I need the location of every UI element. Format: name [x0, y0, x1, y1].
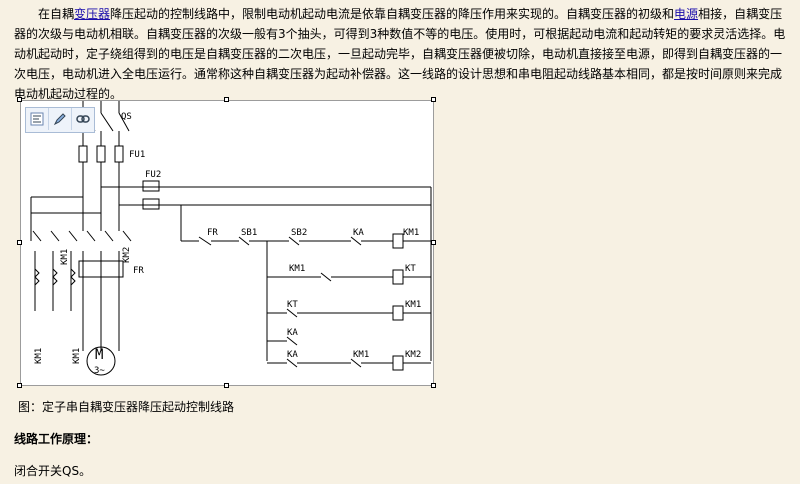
label-km2-coil: KM2	[405, 350, 421, 360]
article-body: 在自耦变压器降压起动的控制线路中，限制电动机起动电流是依靠自耦变压器的降压作用来…	[14, 4, 786, 104]
resize-handle-nw[interactable]	[17, 97, 22, 102]
label-ka-2: KA	[287, 328, 298, 338]
edit-button[interactable]	[49, 108, 72, 130]
label-fr-ctrl: FR	[207, 228, 218, 238]
image-toolbar	[25, 107, 95, 133]
label-km1-aux: KM1	[289, 264, 305, 274]
resize-handle-ne[interactable]	[431, 97, 436, 102]
step-text: 闭合开关QS。	[14, 464, 92, 478]
link-power-source[interactable]: 电源	[674, 7, 699, 21]
label-fu1: FU1	[129, 150, 145, 160]
intro-text-3: 相接，自耦变压器的次级与电动机相联。自耦变压器的次级一般有3个抽头，可得到3种数…	[14, 7, 786, 101]
label-km1-coil-1: KM1	[403, 228, 419, 238]
edit-icon	[53, 113, 66, 126]
label-km1-bottom-b: KM1	[72, 348, 82, 364]
circuit-diagram-image[interactable]: QS FU1 FU2 KM1 KM2 FR KM1 KM1 M 3~ FR SB…	[20, 100, 434, 386]
label-fu2: FU2	[145, 170, 161, 180]
resize-handle-sw[interactable]	[17, 383, 22, 388]
link-button[interactable]	[72, 108, 94, 130]
intro-text-1: 在自耦	[38, 7, 75, 21]
label-ka-3: KA	[287, 350, 298, 360]
label-km1-bottom-a: KM1	[34, 348, 44, 364]
align-button[interactable]	[26, 108, 49, 130]
label-sb1: SB1	[241, 228, 257, 238]
link-icon	[76, 115, 90, 123]
label-motor-sub: 3~	[94, 366, 105, 376]
label-km2-left: KM2	[122, 247, 132, 263]
resize-handle-e[interactable]	[431, 240, 436, 245]
figure-caption: 图：定子串自耦变压器降压起动控制线路	[18, 400, 235, 414]
intro-text-2: 降压起动的控制线路中，限制电动机起动电流是依靠自耦变压器的降压作用来实现的。自耦…	[110, 7, 675, 21]
label-kt-contact: KT	[287, 300, 298, 310]
align-icon	[30, 112, 44, 126]
label-km1-coil-2: KM1	[405, 300, 421, 310]
section-title: 线路工作原理：	[14, 432, 99, 446]
circuit-diagram: QS FU1 FU2 KM1 KM2 FR KM1 KM1 M 3~ FR SB…	[30, 101, 432, 376]
label-sb2: SB2	[291, 228, 307, 238]
link-transformer[interactable]: 变压器	[74, 7, 111, 21]
label-km1-left: KM1	[60, 249, 70, 265]
resize-handle-n[interactable]	[224, 97, 229, 102]
intro-paragraph: 在自耦变压器降压起动的控制线路中，限制电动机起动电流是依靠自耦变压器的降压作用来…	[14, 4, 786, 104]
label-motor: M	[95, 347, 103, 363]
label-fr-left: FR	[133, 266, 144, 276]
resize-handle-se[interactable]	[431, 383, 436, 388]
resize-handle-w[interactable]	[17, 240, 22, 245]
label-qs: QS	[121, 112, 132, 122]
circuit-figure-container[interactable]: QS FU1 FU2 KM1 KM2 FR KM1 KM1 M 3~ FR SB…	[17, 97, 436, 388]
resize-handle-s[interactable]	[224, 383, 229, 388]
label-km1-aux-2: KM1	[353, 350, 369, 360]
label-ka-1: KA	[353, 228, 364, 238]
label-kt-coil: KT	[405, 264, 416, 274]
